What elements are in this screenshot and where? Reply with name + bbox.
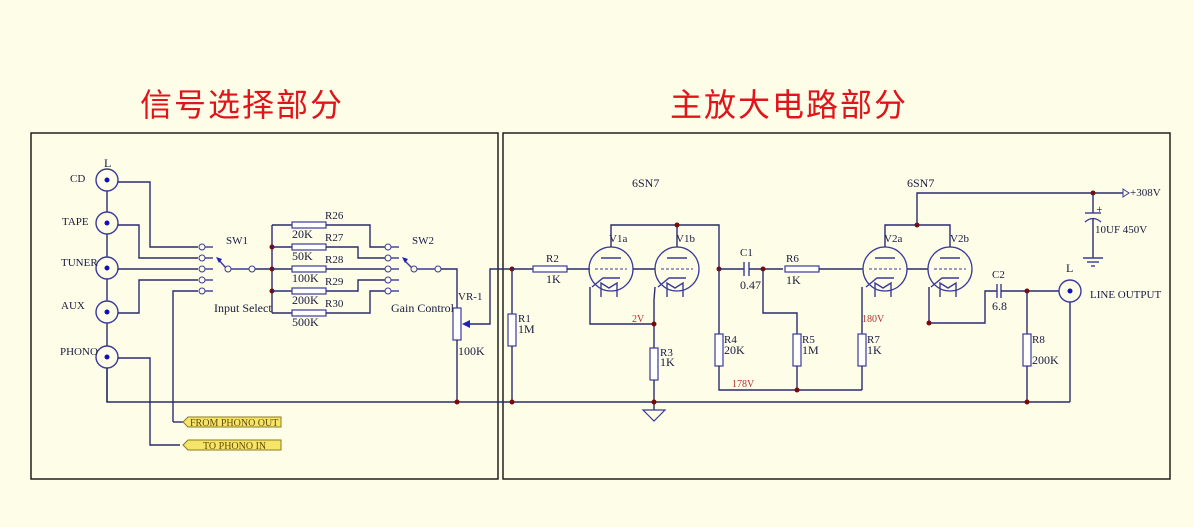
r30-value: 500K <box>292 315 319 329</box>
v1a-label: V1a <box>609 233 627 245</box>
vr1-ref: VR-1 <box>458 291 482 303</box>
tube-v2b <box>927 246 973 297</box>
filter-capacitor: + <box>1083 193 1103 267</box>
r27-value: 50K <box>292 249 313 263</box>
svg-text:+: + <box>1096 205 1103 214</box>
resistor-r6 <box>784 265 820 273</box>
resistor-r5 <box>792 333 802 367</box>
amp-section-frame <box>502 132 1171 480</box>
switch-sw1[interactable] <box>198 243 272 295</box>
capacitor-c2 <box>996 284 1060 298</box>
sw1-label: SW1 <box>226 235 248 247</box>
jack-tuner[interactable] <box>95 256 119 280</box>
vr1-value: 100K <box>458 344 485 358</box>
r6-ref: R6 <box>786 253 799 265</box>
r29-ref: R29 <box>325 276 344 288</box>
jack-label-phono: PHONO <box>60 346 98 358</box>
r3-value: 1K <box>660 355 675 369</box>
r7-value: 1K <box>867 343 882 357</box>
supply-voltage: +308V <box>1130 187 1161 199</box>
r5-value: 1M <box>802 343 819 357</box>
v1b-label: V1b <box>676 233 695 245</box>
capacitor-c1 <box>719 262 783 276</box>
input-wiring <box>106 181 1070 446</box>
jack-label-tape: TAPE <box>62 216 89 228</box>
c1-ref: C1 <box>740 247 753 259</box>
input-jacks: L CD TAPE TUNER AUX PHONO <box>60 156 119 402</box>
jack-tape[interactable] <box>95 211 119 235</box>
v2a-label: V2a <box>884 233 902 245</box>
r5-ref: R5 <box>802 334 815 346</box>
r3-ref: R3 <box>660 347 673 359</box>
jack-phono[interactable] <box>95 345 119 369</box>
r7-ref: R7 <box>867 334 880 346</box>
resistor-r1 <box>507 313 517 347</box>
signal-section-frame <box>30 132 499 480</box>
r28-value: 100K <box>292 271 319 285</box>
port-from-phono-out[interactable]: FROM PHONO OUT <box>173 416 282 429</box>
c2-value: 6.8 <box>992 299 1007 313</box>
plate-node-voltage: 178V <box>732 379 755 390</box>
resistor-r4 <box>714 333 724 367</box>
jack-aux[interactable] <box>95 300 119 324</box>
c1-value: 0.47 <box>740 278 761 292</box>
resistor-r7 <box>857 333 867 367</box>
resistor-r8 <box>1022 333 1032 367</box>
potentiometer-vr1[interactable] <box>452 268 512 402</box>
tube2-type: 6SN7 <box>907 176 934 190</box>
output-jack[interactable] <box>1058 279 1082 303</box>
tube1-type: 6SN7 <box>632 176 659 190</box>
r4-ref: R4 <box>724 334 737 346</box>
supply-arrow-icon <box>1122 188 1130 198</box>
r1-value: 1M <box>518 322 535 336</box>
ground-symbol <box>641 409 667 422</box>
tube-v1a <box>588 246 634 297</box>
port-to-phono-in[interactable]: TO PHONO IN <box>182 439 282 452</box>
filter-cap-value: 10UF 450V <box>1095 224 1147 236</box>
signal-section-title: 信号选择部分 <box>140 86 345 124</box>
jack-cd[interactable] <box>95 168 119 192</box>
c2-ref: C2 <box>992 269 1005 281</box>
v2b-label: V2b <box>950 233 969 245</box>
tube-v2a <box>862 246 908 297</box>
gain-resistor-ladder <box>269 221 385 317</box>
r8-ref: R8 <box>1032 334 1045 346</box>
r2-ref: R2 <box>546 253 559 265</box>
r26-value: 20K <box>292 227 313 241</box>
amp-section-title: 主放大电路部分 <box>670 86 909 124</box>
jack-label-tuner: TUNER <box>61 257 98 269</box>
r1-ref: R1 <box>518 313 531 325</box>
input-channel-label: L <box>104 156 111 170</box>
r27-ref: R27 <box>325 232 344 244</box>
r29-value: 200K <box>292 293 319 307</box>
r30-ref: R30 <box>325 298 344 310</box>
sw1-caption: Input Select <box>214 301 272 315</box>
jack-label-cd: CD <box>70 173 85 185</box>
r26-ref: R26 <box>325 210 344 222</box>
r28-ref: R28 <box>325 254 344 266</box>
v2-cathode-voltage: 180V <box>862 314 885 325</box>
r4-value: 20K <box>724 343 745 357</box>
stage2-wiring <box>857 190 1123 390</box>
output-channel-label: L <box>1066 261 1073 275</box>
switch-sw2[interactable] <box>384 243 458 308</box>
line-output-label: LINE OUTPUT <box>1090 289 1161 301</box>
stage1-wiring <box>589 222 862 422</box>
tube-v1b <box>654 246 700 297</box>
r8-value: 200K <box>1032 353 1059 367</box>
sw2-caption: Gain Control <box>391 301 455 315</box>
from-phono-out-label: FROM PHONO OUT <box>190 418 278 429</box>
v1-cathode-voltage: 2V <box>632 314 645 325</box>
r2-value: 1K <box>546 272 561 286</box>
to-phono-in-label: TO PHONO IN <box>203 441 266 452</box>
sw2-label: SW2 <box>412 235 434 247</box>
r6-value: 1K <box>786 273 801 287</box>
resistor-r3 <box>649 347 659 381</box>
jack-label-aux: AUX <box>61 300 85 312</box>
